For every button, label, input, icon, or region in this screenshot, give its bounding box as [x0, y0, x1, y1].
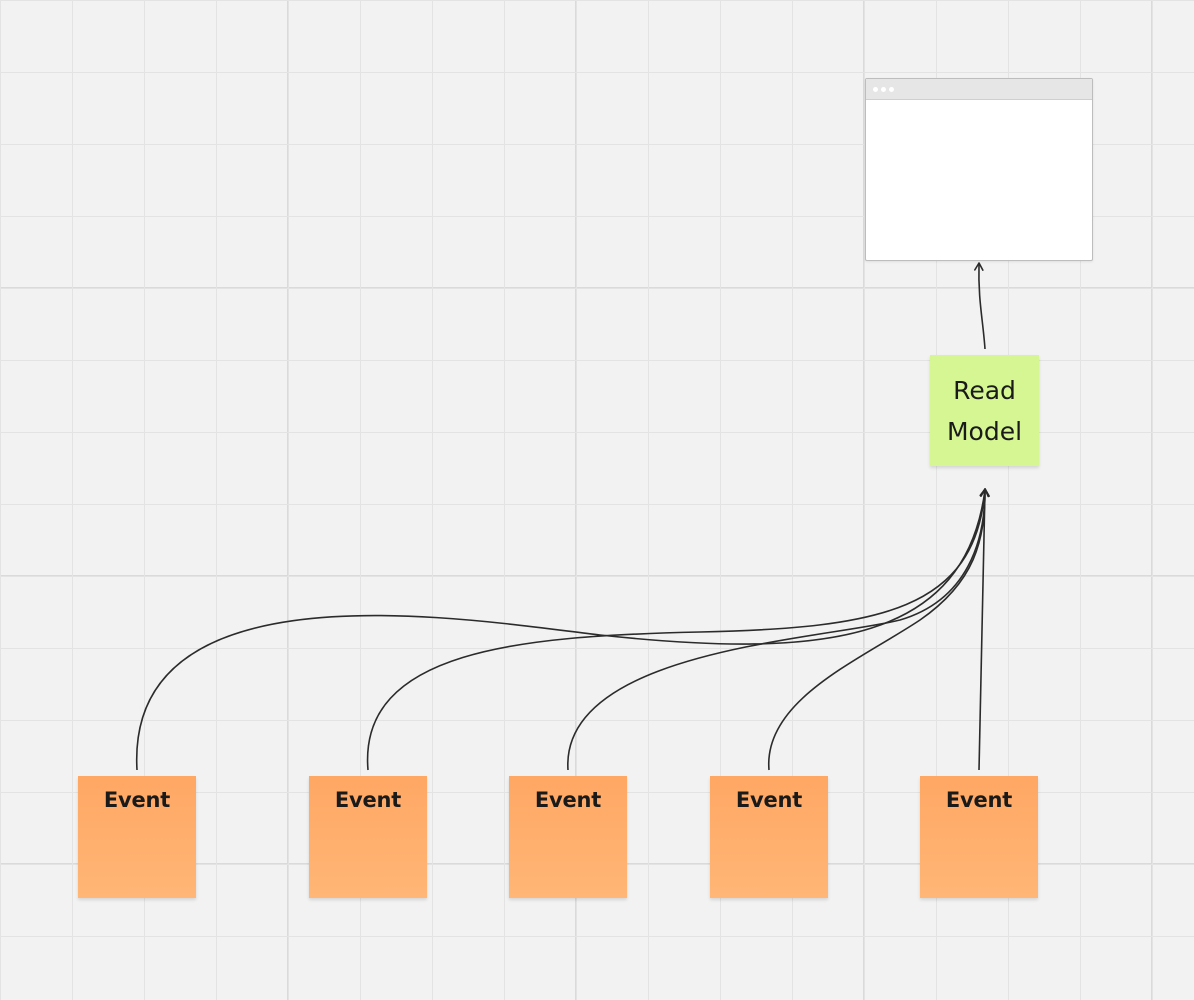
connector-event-5-to-read-model[interactable]: [978, 488, 990, 771]
window-dot-icon: [873, 86, 878, 92]
browser-title-bar: [866, 79, 1092, 100]
event-sticky-note[interactable]: Event: [920, 776, 1038, 898]
event-label: Event: [945, 788, 1013, 812]
event-label: Event: [534, 788, 602, 812]
event-sticky-note[interactable]: Event: [710, 776, 828, 898]
connector-event-3-to-read-model[interactable]: [567, 488, 990, 771]
connector-event-4-to-read-model[interactable]: [768, 488, 990, 771]
window-dot-icon: [881, 86, 886, 92]
event-label: Event: [334, 788, 402, 812]
screen-wireframe[interactable]: [865, 78, 1093, 261]
read-model-sticky-note[interactable]: Read Model: [930, 355, 1039, 466]
window-dot-icon: [889, 86, 894, 92]
connector-event-1-to-read-model[interactable]: [136, 488, 989, 771]
event-sticky-note[interactable]: Event: [78, 776, 196, 898]
event-sticky-note[interactable]: Event: [509, 776, 627, 898]
read-model-label-line-2: Model: [946, 416, 1023, 446]
event-label: Event: [103, 788, 171, 812]
connector-event-2-to-read-model[interactable]: [366, 488, 990, 771]
event-sticky-note[interactable]: Event: [309, 776, 427, 898]
read-model-label-line-1: Read: [953, 375, 1016, 405]
connector-read-model-to-screen[interactable]: [974, 262, 986, 350]
event-label: Event: [735, 788, 803, 812]
